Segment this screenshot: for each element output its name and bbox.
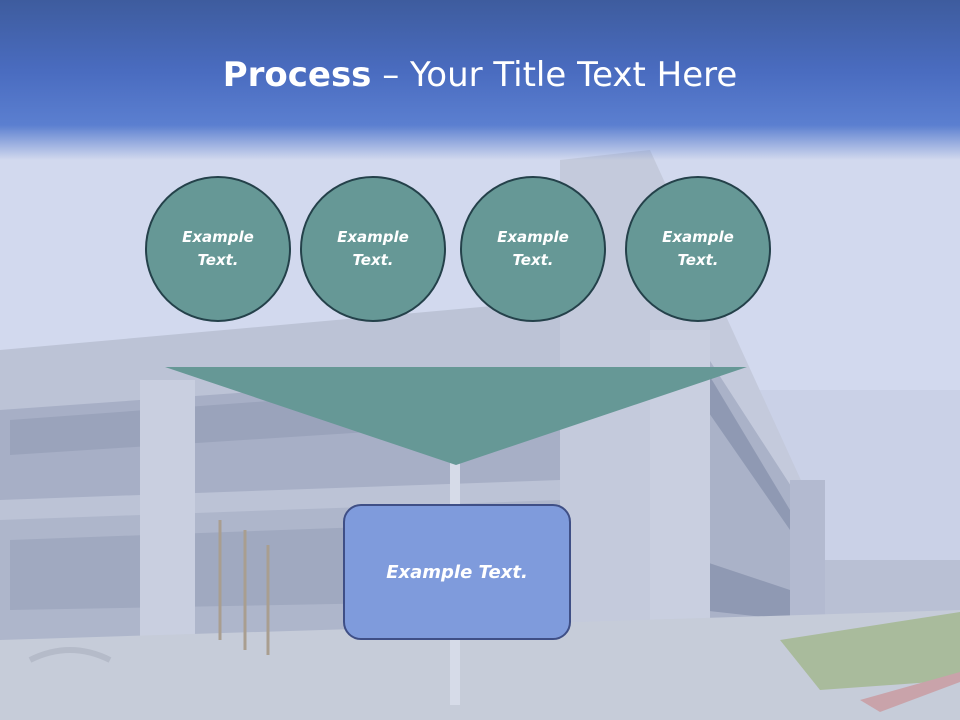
- process-step-text-3: Example Text.: [497, 228, 569, 269]
- result-box: Example Text.: [343, 504, 571, 640]
- process-step-text-1: Example Text.: [182, 228, 254, 269]
- title-rest: – Your Title Text Here: [371, 55, 738, 95]
- process-step-circle-4: Example Text.: [625, 176, 771, 322]
- process-step-circle-1: Example Text.: [145, 176, 291, 322]
- process-step-circle-3: Example Text.: [460, 176, 606, 322]
- title-bold: Process: [222, 55, 372, 95]
- result-box-text: Example Text.: [386, 561, 528, 583]
- process-step-text-2: Example Text.: [337, 228, 409, 269]
- process-step-circle-2: Example Text.: [300, 176, 446, 322]
- funnel-arrow: [165, 367, 747, 465]
- process-step-text-4: Example Text.: [662, 228, 734, 269]
- slide-title: Process – Your Title Text Here: [0, 52, 960, 98]
- title-band: [0, 0, 960, 160]
